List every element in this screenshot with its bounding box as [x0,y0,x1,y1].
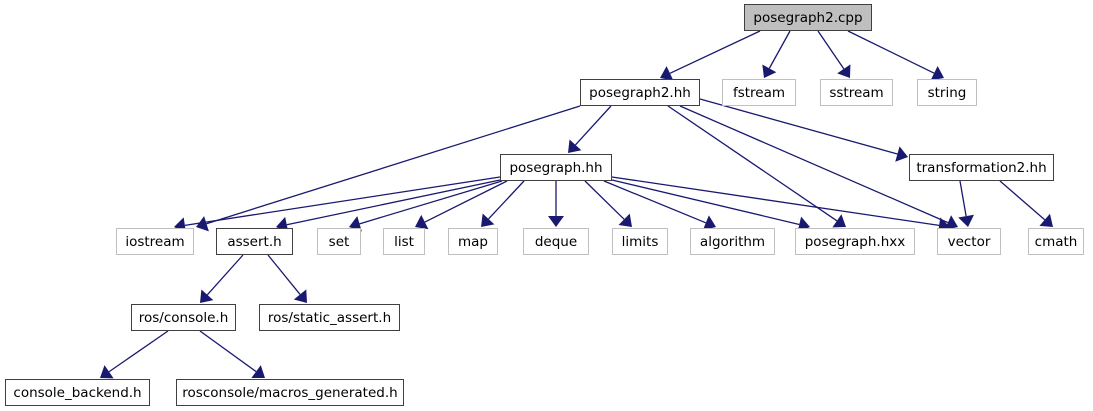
graph-node-fstream[interactable]: fstream [722,79,796,106]
edge-arrowhead [548,216,564,227]
graph-node-label: posegraph2.hh [589,84,691,101]
graph-node-rosconsole-macros-generated-h[interactable]: rosconsole/macros_generated.h [176,379,404,406]
graph-node-vector[interactable]: vector [937,228,1001,255]
graph-edge [199,330,265,379]
edge-arrowhead [481,213,495,227]
graph-edge [762,30,791,78]
graph-node-label: console_backend.h [13,384,142,401]
edge-arrowhead [293,289,307,303]
graph-node-label: iostream [125,233,185,250]
graph-node-label: transformation2.hh [916,159,1047,176]
edge-arrowhead [568,139,582,153]
graph-node-map[interactable]: map [448,228,498,255]
graph-edge [699,98,908,162]
graph-node-label: rosconsole/macros_generated.h [182,384,398,401]
graph-edge [958,180,974,227]
edge-arrowhead [930,65,944,81]
edge-arrowhead [958,214,974,227]
graph-edge [349,180,503,232]
graph-edge [568,105,612,153]
graph-edge [847,30,944,81]
edge-arrowhead [200,289,214,303]
graph-node-label: assert.h [227,233,282,250]
edge-arrowhead [895,146,908,162]
graph-node-label: posegraph.hxx [804,233,906,250]
graph-node-list[interactable]: list [383,228,425,255]
graph-edge [100,330,169,379]
graph-node-label: ros/console.h [138,309,229,326]
edge-arrowhead [196,216,209,232]
graph-edge [548,181,564,227]
graph-node-label: set [328,233,350,250]
graph-node-limits[interactable]: limits [612,228,668,255]
edge-arrowhead [660,66,674,81]
graph-edge [174,176,501,234]
graph-node-assert-h[interactable]: assert.h [216,228,293,255]
graph-node-ros-static-assert-h[interactable]: ros/static_assert.h [259,304,400,331]
graph-node-posegraph2-hh[interactable]: posegraph2.hh [580,79,700,106]
graph-edge [196,105,581,232]
edge-arrowhead [415,214,429,230]
graph-node-label: algorithm [699,233,766,250]
edge-arrowhead [251,365,265,379]
graph-node-label: limits [621,233,659,250]
graph-node-console-backend-h[interactable]: console_backend.h [5,379,150,406]
graph-node-cmath[interactable]: cmath [1028,228,1084,255]
graph-node-sstream[interactable]: sstream [820,79,893,106]
edge-arrowhead [1039,213,1053,227]
graph-node-transformation2-hh[interactable]: transformation2.hh [909,154,1054,181]
graph-node-label: list [394,233,414,250]
graph-node-posegraph-hxx[interactable]: posegraph.hxx [795,228,915,255]
graph-node-iostream[interactable]: iostream [116,228,194,255]
graph-node-string[interactable]: string [917,79,977,106]
edge-arrowhead [837,64,851,78]
graph-node-label: string [927,84,967,101]
edge-arrowhead [702,215,716,231]
graph-node-algorithm[interactable]: algorithm [690,228,775,255]
graph-edge [603,180,716,231]
graph-node-deque[interactable]: deque [523,228,589,255]
graph-node-label: posegraph.hh [509,159,603,176]
graph-edge [584,180,632,227]
graph-edge [481,180,525,227]
graph-node-label: map [458,233,488,250]
graph-edge [660,30,761,81]
graph-edge [817,30,851,78]
graph-node-label: fstream [732,84,786,101]
edge-arrowhead [832,214,846,228]
edge-arrowhead [349,216,362,232]
graph-node-label: cmath [1034,233,1078,250]
graph-node-label: vector [947,233,991,250]
graph-edge [200,254,244,303]
graph-edge [415,180,508,230]
graph-node-ros-console-h[interactable]: ros/console.h [131,304,236,331]
edge-arrowhead [100,365,114,379]
graph-node-set[interactable]: set [317,228,361,255]
graph-node-posegraph-hh[interactable]: posegraph.hh [500,154,612,181]
edge-arrowhead [618,213,632,227]
graph-node-label: deque [534,233,578,250]
graph-edge [667,105,846,228]
graph-node-label: ros/static_assert.h [267,309,392,326]
graph-node-label: posegraph2.cpp [753,9,863,26]
edge-arrowhead [762,64,777,78]
graph-node-label: sstream [829,84,884,101]
graph-edge [999,180,1053,227]
graph-node-posegraph2-cpp[interactable]: posegraph2.cpp [744,4,872,31]
graph-edge [267,254,307,303]
